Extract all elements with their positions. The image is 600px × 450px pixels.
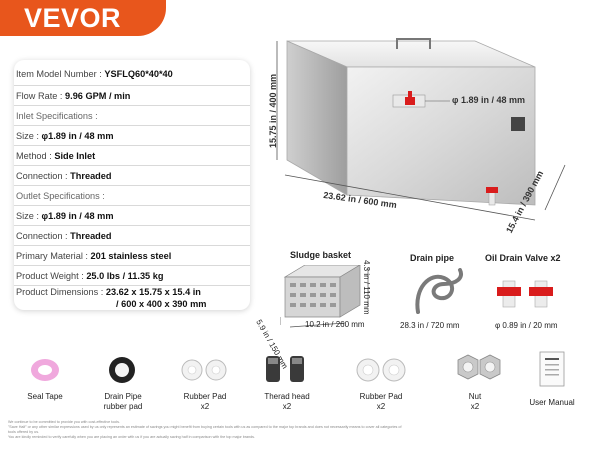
spec-dimensions-label: Product Dimensions : xyxy=(16,287,104,297)
spec-flow-label: Flow Rate : xyxy=(16,91,63,101)
footnote: "Save Half" or any other similar express… xyxy=(8,425,402,429)
footnote: We continue to be committed to provide y… xyxy=(8,420,120,424)
accessory-qty: x2 xyxy=(470,402,480,411)
spec-dimensions-value-line2: / 600 x 400 x 390 mm xyxy=(116,299,207,309)
spec-flow-value: 9.96 GPM / min xyxy=(65,91,131,101)
spec-inlet-size: Size : φ1.89 in / 48 mm xyxy=(16,127,248,145)
spec-weight-label: Product Weight : xyxy=(16,271,84,281)
spec-divider xyxy=(14,205,250,206)
accessory-label: Seal Tape xyxy=(27,392,63,401)
drain-valve xyxy=(486,187,498,193)
spec-divider xyxy=(14,145,250,146)
spec-divider xyxy=(14,165,250,166)
outlet-fitting xyxy=(511,117,525,131)
spec-material-value: 201 stainless steel xyxy=(90,251,172,261)
spec-material: Primary Material : 201 stainless steel xyxy=(16,247,248,265)
width-dim-line xyxy=(544,164,566,211)
sludge-basket-height: 4.3 in / 110 mm xyxy=(362,260,371,315)
spec-flow: Flow Rate : 9.96 GPM / min xyxy=(16,87,248,105)
spec-model-label: Item Model Number : xyxy=(16,69,102,79)
spec-model: Item Model Number : YSFLQ60*40*40 xyxy=(16,65,248,83)
spec-divider xyxy=(14,265,250,266)
drain-pipe-image xyxy=(415,268,463,314)
lid-handle xyxy=(396,38,431,49)
spec-divider xyxy=(14,185,250,186)
drain-valve-title: Oil Drain Valve x2 xyxy=(485,253,561,263)
accessory-qty: x2 xyxy=(376,402,386,411)
spec-divider xyxy=(14,285,250,286)
accessory-qty: x2 xyxy=(200,402,210,411)
spec-dimensions: Product Dimensions : 23.62 x 15.75 x 15.… xyxy=(16,285,248,299)
spec-inlet-size-value: φ1.89 in / 48 mm xyxy=(41,131,114,141)
accessory-label: Rubber Pad xyxy=(359,392,403,401)
spec-outlet-connection-label: Connection : xyxy=(16,231,68,241)
drain-valve-image xyxy=(497,280,553,308)
accessories-images xyxy=(31,351,565,387)
brand-logo-text: VEVOR xyxy=(24,3,122,33)
sludge-basket-title: Sludge basket xyxy=(290,250,352,260)
spec-outlet-size-label: Size : xyxy=(16,211,39,221)
drain-pipe-size: 28.3 in / 720 mm xyxy=(400,321,460,330)
spec-divider xyxy=(14,125,250,126)
spec-inlet-heading: Inlet Specifications : xyxy=(16,111,98,121)
spec-divider xyxy=(14,105,250,106)
spec-inlet-connection: Connection : Threaded xyxy=(16,167,248,185)
accessory-label: User Manual xyxy=(529,398,575,407)
tank-height-label: 15.75 in / 400 mm xyxy=(268,73,278,148)
length-dim-line xyxy=(284,174,536,221)
spec-outlet-connection: Connection : Threaded xyxy=(16,227,248,245)
tank-front xyxy=(346,66,536,206)
spec-dimensions-line2: / 600 x 400 x 390 mm xyxy=(116,297,348,311)
spec-inlet-size-label: Size : xyxy=(16,131,39,141)
spec-inlet-connection-label: Connection : xyxy=(16,171,68,181)
drain-valve-size: φ 0.89 in / 20 mm xyxy=(495,321,558,330)
brand-logo: VEVOR xyxy=(0,0,166,36)
spec-weight: Product Weight : 25.0 lbs / 11.35 kg xyxy=(16,267,248,285)
accessory-label: Rubber Pad xyxy=(183,392,227,401)
spec-inlet-method-label: Method : xyxy=(16,151,52,161)
spec-material-label: Primary Material : xyxy=(16,251,88,261)
grease-trap-illustration xyxy=(276,38,566,221)
tank-inlet-label: φ 1.89 in / 48 mm xyxy=(452,95,525,105)
spec-divider xyxy=(14,245,250,246)
spec-inlet-method: Method : Side Inlet xyxy=(16,147,248,165)
spec-outlet-size: Size : φ1.89 in / 48 mm xyxy=(16,207,248,225)
sludge-basket-length: 10.2 in / 260 mm xyxy=(305,320,365,329)
spec-divider xyxy=(14,225,250,226)
spec-divider xyxy=(14,85,250,86)
footnote: tools offered by us. xyxy=(8,430,40,434)
spec-outlet-connection-value: Threaded xyxy=(70,231,112,241)
accessory-label: Drain Pipe xyxy=(104,392,142,401)
spec-weight-value: 25.0 lbs / 11.35 kg xyxy=(86,271,164,281)
spec-outlet-size-value: φ1.89 in / 48 mm xyxy=(41,211,114,221)
drain-pipe-title: Drain pipe xyxy=(410,253,455,263)
inlet-valve xyxy=(405,97,415,105)
tank-left-side xyxy=(286,40,348,196)
accessory-label: Nut xyxy=(468,392,482,401)
spec-dimensions-value-line1: 23.62 x 15.75 x 15.4 in xyxy=(105,287,201,297)
drain-valve-stem xyxy=(488,190,496,206)
sludge-basket-image xyxy=(280,265,369,328)
spec-inlet-method-value: Side Inlet xyxy=(54,151,96,161)
spec-model-value: YSFLQ60*40*40 xyxy=(104,69,173,79)
footnote: You are kindly reminded to verify carefu… xyxy=(8,435,256,439)
spec-outlet-heading: Outlet Specifications : xyxy=(16,191,105,201)
accessory-qty: rubber pad xyxy=(103,402,143,411)
accessory-label: Therad head xyxy=(264,392,310,401)
spec-inlet-connection-value: Threaded xyxy=(70,171,112,181)
accessory-qty: x2 xyxy=(282,402,292,411)
